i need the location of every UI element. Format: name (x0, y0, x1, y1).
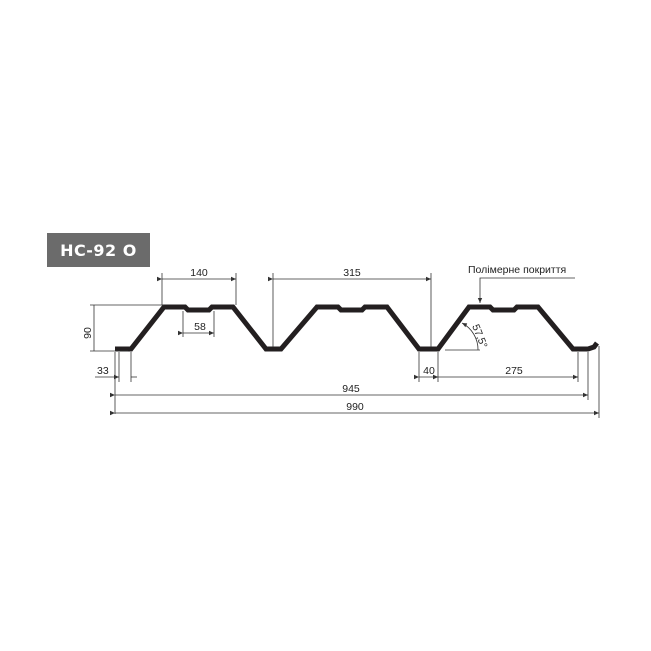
dim-useful-width-label: 945 (342, 383, 360, 395)
dim-top-flange: 140 (157, 267, 237, 305)
profile-name-label: НС-92 О (60, 240, 137, 260)
dim-bottom-flange-label: 40 (423, 365, 435, 377)
dim-span: 275 (433, 352, 579, 382)
dim-top-flange-label: 140 (190, 267, 208, 279)
dim-edge-label: 33 (97, 365, 109, 377)
dim-pitch-label: 315 (343, 267, 361, 279)
profile-name-badge: НС-92 О (47, 233, 150, 267)
dim-height-label: 90 (82, 327, 94, 339)
dim-useful-width: 945 (110, 352, 589, 414)
dim-flange-groove: 58 (178, 311, 215, 337)
dim-pitch: 315 (268, 267, 432, 347)
dim-angle-label: 57,5° (469, 323, 489, 350)
dim-edge: 33 (95, 352, 137, 382)
coating-annotation-label: Полімерне покриття (468, 264, 566, 276)
sheet-profile (115, 304, 599, 352)
dim-total-width-label: 990 (346, 401, 364, 413)
dim-flange-groove-label: 58 (194, 321, 206, 333)
dim-height: 90 (82, 304, 164, 352)
dim-span-label: 275 (505, 365, 523, 377)
coating-annotation: Полімерне покриття (468, 264, 575, 303)
dim-bottom-flange: 40 (414, 352, 439, 382)
dim-total-width: 990 (110, 346, 600, 418)
